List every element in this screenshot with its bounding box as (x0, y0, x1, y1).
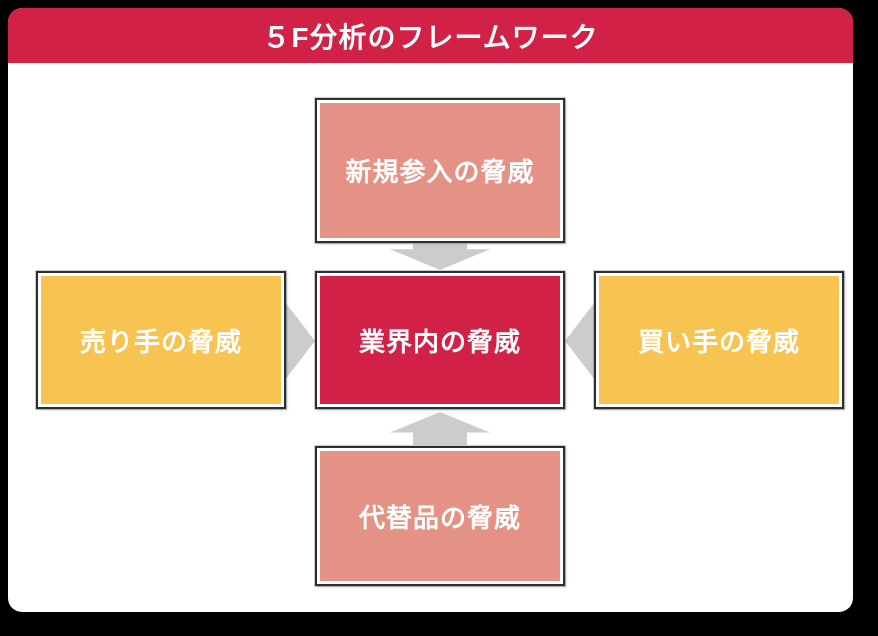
box-substitutes-label: 代替品の脅威 (320, 451, 560, 581)
box-industry-rivalry-label: 業界内の脅威 (320, 276, 560, 404)
box-new-entrants-label: 新規参入の脅威 (320, 103, 560, 238)
diagram-card: ５F分析のフレームワーク 新規参入の脅威 売り手の脅威 業界内の脅威 買い手の脅… (8, 8, 853, 612)
box-industry-rivalry: 業界内の脅威 (315, 271, 565, 409)
arrow-left-icon (565, 302, 595, 380)
box-sellers-label: 売り手の脅威 (41, 276, 281, 404)
arrow-right-icon (285, 302, 315, 380)
box-buyers: 買い手の脅威 (594, 271, 844, 409)
box-new-entrants: 新規参入の脅威 (315, 98, 565, 243)
arrow-down-icon (390, 244, 490, 270)
title-bar: ５F分析のフレームワーク (8, 8, 853, 63)
box-buyers-label: 買い手の脅威 (599, 276, 839, 404)
box-sellers: 売り手の脅威 (36, 271, 286, 409)
arrow-up-icon (390, 412, 490, 445)
box-substitutes: 代替品の脅威 (315, 446, 565, 586)
page-title: ５F分析のフレームワーク (262, 21, 599, 53)
